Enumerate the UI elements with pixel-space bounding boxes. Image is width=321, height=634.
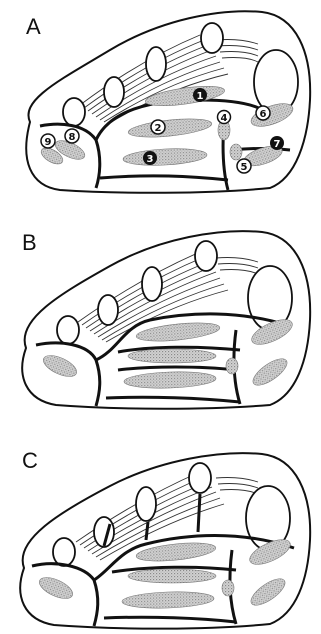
- label-9: 9: [41, 134, 55, 148]
- label-7: 7: [270, 136, 284, 150]
- label-6: 6: [256, 106, 270, 120]
- panel-letter-c: C: [22, 448, 38, 473]
- panel-letter-b: B: [22, 230, 37, 255]
- svg-text:3: 3: [147, 154, 154, 165]
- svg-text:9: 9: [45, 137, 52, 148]
- panel-a: A: [26, 11, 310, 193]
- label-1: 1: [193, 88, 207, 102]
- svg-text:1: 1: [197, 91, 204, 102]
- label-4: 4: [218, 111, 231, 125]
- panel-b: B: [22, 230, 310, 409]
- svg-text:6: 6: [260, 109, 267, 120]
- panel-c: C: [20, 448, 310, 629]
- label-8: 8: [65, 129, 79, 143]
- svg-text:2: 2: [155, 123, 162, 134]
- svg-text:4: 4: [221, 113, 228, 124]
- svg-text:7: 7: [274, 139, 281, 150]
- label-5: 5: [237, 159, 251, 173]
- svg-text:8: 8: [69, 132, 76, 143]
- label-2: 2: [151, 120, 165, 134]
- svg-text:5: 5: [241, 162, 248, 173]
- label-3: 3: [143, 151, 157, 165]
- panel-letter-a: A: [26, 14, 41, 39]
